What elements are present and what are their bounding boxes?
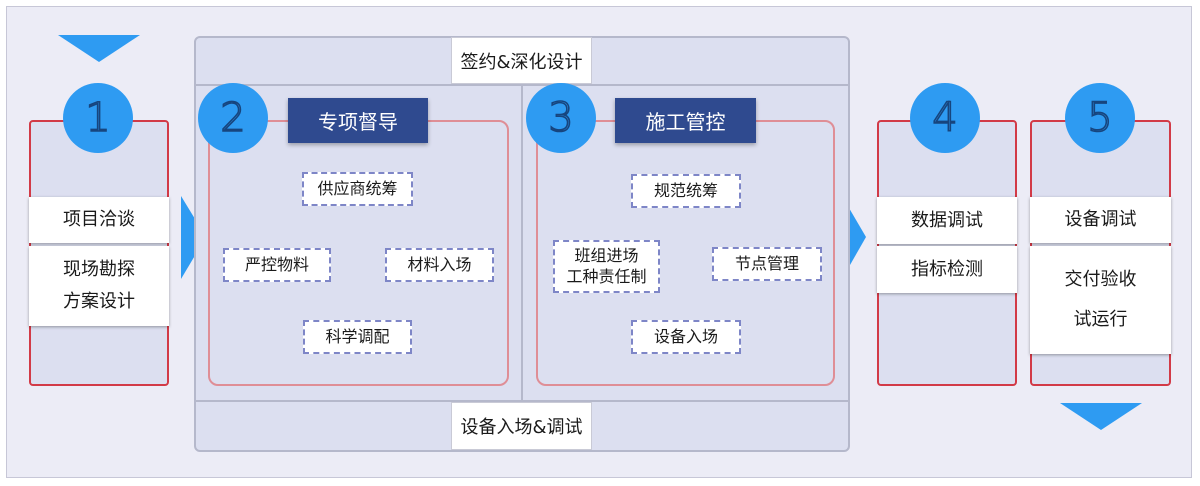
step4-item-panel-bottom: 指标检测 (877, 246, 1017, 293)
step2-node-right: 材料入场 (385, 248, 494, 282)
center-bottom-label: 设备入场&调试 (451, 402, 592, 450)
step5-number-badge: 5 (1065, 83, 1135, 153)
step2-title: 专项督导 (318, 110, 398, 134)
step3-title-banner: 施工管控 (615, 98, 756, 143)
center-top-label: 签约&深化设计 (451, 37, 592, 84)
step4-item-1: 数据调试 (911, 209, 983, 231)
center-bottom-label-text: 设备入场&调试 (460, 417, 583, 438)
step5-item-1: 设备调试 (1064, 209, 1137, 230)
step1-item-panel-top: 项目洽谈 (29, 197, 169, 243)
center-bottom-divider (195, 400, 849, 402)
step3-node-top: 规范统筹 (631, 174, 741, 208)
step3-number-badge: 3 (526, 83, 596, 153)
step1-item-3: 方案设计 (63, 291, 135, 312)
step3-node-bottom: 设备入场 (631, 320, 741, 354)
step3-node-left: 班组进场 工种责任制 (553, 240, 660, 293)
step4-item-panel-top: 数据调试 (877, 197, 1017, 244)
center-middle-divider (521, 85, 523, 401)
step1-item-1: 项目洽谈 (63, 209, 135, 230)
step2-node-left: 严控物料 (223, 248, 331, 282)
step1-item-2: 现场勘探 (63, 259, 135, 280)
step2-number-badge: 2 (198, 83, 268, 153)
right-arrow-1-2 (181, 196, 206, 279)
down-arrow-end (1060, 403, 1142, 430)
step1-number-badge: 1 (63, 83, 133, 153)
step3-title: 施工管控 (645, 110, 726, 134)
step5-item-3: 试运行 (1073, 309, 1128, 330)
step4-number-badge: 4 (910, 83, 980, 153)
step5-item-panel-bottom: 交付验收 试运行 (1030, 246, 1171, 354)
step3-node-right: 节点管理 (712, 247, 822, 281)
center-top-label-text: 签约&深化设计 (460, 51, 583, 73)
step4-item-2: 指标检测 (911, 258, 983, 280)
step5-item-2: 交付验收 (1064, 269, 1137, 290)
step2-node-bottom: 科学调配 (303, 320, 412, 354)
step1-item-panel-bottom: 现场勘探 方案设计 (29, 246, 169, 326)
step5-item-panel-top: 设备调试 (1030, 197, 1171, 243)
step2-title-banner: 专项督导 (288, 98, 428, 143)
down-arrow-start (58, 35, 140, 62)
step2-node-top: 供应商统筹 (302, 172, 413, 206)
